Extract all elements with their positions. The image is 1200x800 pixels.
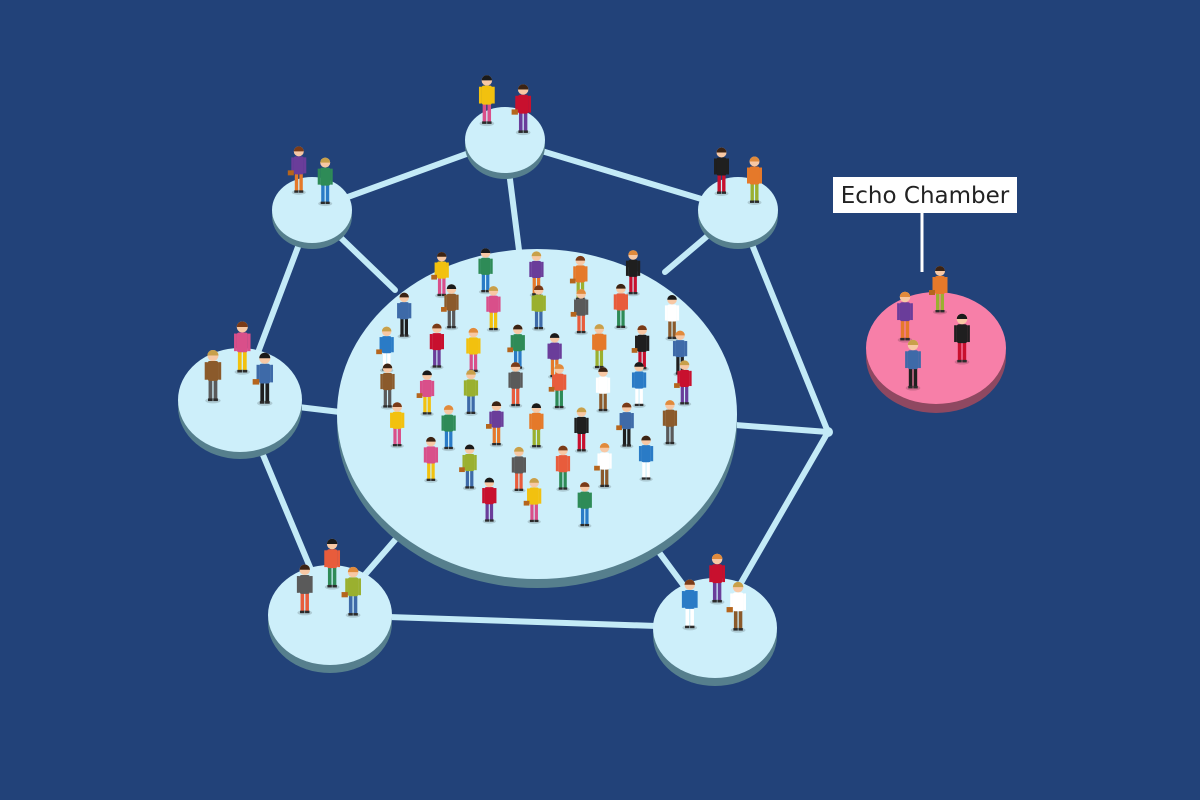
person-figure bbox=[905, 339, 921, 391]
person-figure bbox=[709, 553, 726, 605]
person-figure bbox=[478, 75, 495, 127]
node-platform-top-left bbox=[272, 177, 352, 249]
person-figure bbox=[423, 436, 439, 483]
echo-chamber-label: Echo Chamber bbox=[841, 183, 1010, 209]
person-figure bbox=[664, 294, 680, 342]
person-figure bbox=[631, 361, 647, 409]
person-figure bbox=[638, 435, 654, 482]
person-figure bbox=[204, 350, 222, 404]
person-figure bbox=[726, 581, 746, 633]
person-figure bbox=[317, 157, 333, 207]
sign-board bbox=[833, 177, 1017, 213]
echo-chamber-sign: Echo Chamber bbox=[833, 177, 1017, 213]
person-figure bbox=[592, 324, 607, 371]
connection-line bbox=[732, 422, 831, 435]
connection-line bbox=[735, 207, 831, 435]
person-figure bbox=[954, 313, 970, 365]
person-figure bbox=[555, 445, 571, 492]
person-figure bbox=[459, 444, 477, 491]
person-figure bbox=[441, 405, 456, 452]
person-figure bbox=[529, 403, 544, 450]
person-figure bbox=[486, 286, 501, 333]
person-figure bbox=[431, 252, 449, 299]
node-platform-top bbox=[465, 107, 545, 179]
person-figure bbox=[674, 360, 692, 407]
person-figure bbox=[508, 362, 523, 409]
person-figure bbox=[441, 284, 459, 331]
person-figure bbox=[929, 266, 948, 315]
person-figure bbox=[713, 147, 729, 196]
person-figure bbox=[324, 538, 341, 590]
person-figure bbox=[511, 84, 532, 136]
person-figure bbox=[570, 289, 589, 336]
person-figure bbox=[747, 156, 763, 206]
person-figure bbox=[341, 566, 361, 618]
person-figure bbox=[577, 482, 592, 529]
person-figure bbox=[380, 363, 395, 410]
person-figure bbox=[595, 367, 611, 414]
person-figure bbox=[548, 364, 567, 411]
person-figure bbox=[482, 477, 497, 524]
person-figure bbox=[429, 323, 445, 370]
person-figure bbox=[287, 146, 307, 195]
person-figure bbox=[616, 402, 634, 449]
person-figure bbox=[390, 402, 405, 449]
person-figure bbox=[252, 352, 274, 407]
connection-line bbox=[327, 612, 718, 631]
person-figure bbox=[681, 579, 698, 631]
person-figure bbox=[416, 370, 435, 417]
people bbox=[204, 75, 970, 633]
person-figure bbox=[897, 291, 913, 343]
person-figure bbox=[397, 292, 412, 339]
person-figure bbox=[486, 401, 504, 448]
person-figure bbox=[511, 446, 527, 493]
person-figure bbox=[662, 400, 678, 447]
person-figure bbox=[594, 442, 612, 490]
person-figure bbox=[613, 283, 628, 330]
person-figure bbox=[531, 285, 546, 332]
person-figure bbox=[574, 407, 589, 454]
node-junction-right bbox=[823, 427, 833, 437]
person-figure bbox=[523, 478, 542, 525]
person-figure bbox=[625, 250, 641, 297]
person-figure bbox=[234, 321, 251, 375]
person-figure bbox=[296, 564, 313, 616]
person-figure bbox=[463, 369, 479, 416]
node-platform-top-right bbox=[698, 177, 778, 249]
